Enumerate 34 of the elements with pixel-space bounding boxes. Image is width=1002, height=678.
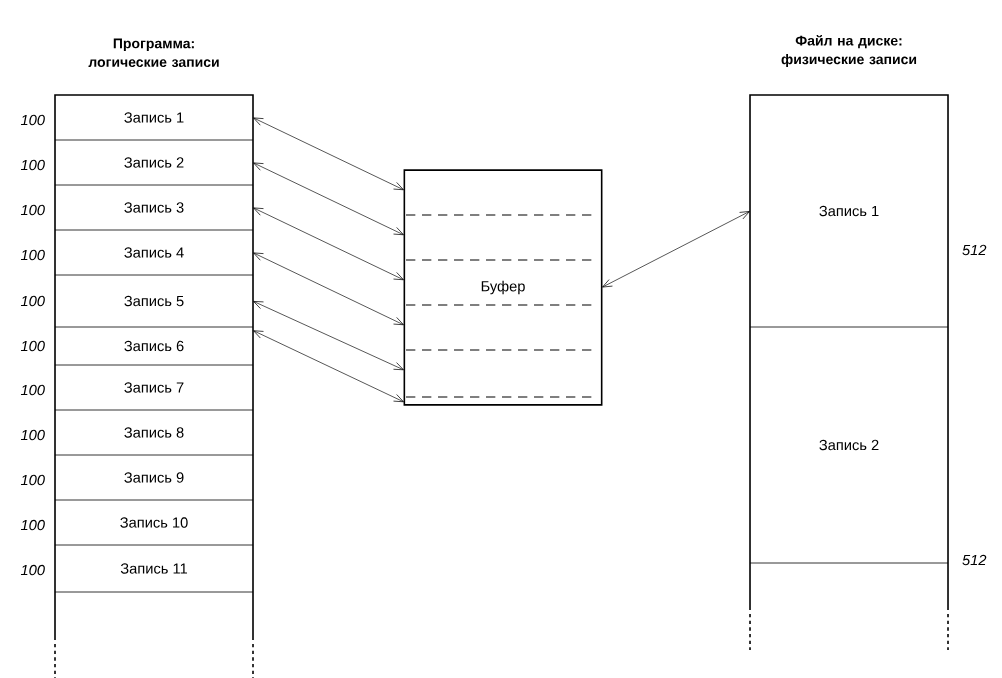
size-label: 100 bbox=[20, 474, 45, 486]
record-label: Запись 1 bbox=[124, 112, 184, 123]
double-arrow bbox=[602, 211, 750, 288]
double-arrow bbox=[253, 301, 404, 371]
record-label: Запись 4 bbox=[124, 247, 184, 258]
size-label: 512 bbox=[962, 244, 987, 256]
size-label: 100 bbox=[20, 340, 45, 352]
size-label: 100 bbox=[20, 564, 45, 576]
size-label: 100 bbox=[20, 204, 45, 216]
record-label: Запись 3 bbox=[124, 202, 184, 213]
double-arrow bbox=[253, 330, 404, 403]
record-label: Запись 2 bbox=[819, 439, 879, 451]
size-label: 100 bbox=[20, 249, 45, 261]
record-label: Запись 2 bbox=[124, 157, 184, 168]
record-label: Запись 7 bbox=[124, 382, 184, 393]
size-label: 100 bbox=[20, 384, 45, 396]
size-label: 100 bbox=[20, 114, 45, 126]
buffer-box: Буфер bbox=[403, 169, 603, 406]
double-arrow bbox=[253, 162, 404, 236]
double-arrow bbox=[253, 252, 404, 326]
double-arrow bbox=[253, 207, 404, 281]
record-label: Запись 11 bbox=[120, 563, 187, 574]
size-label: 100 bbox=[20, 159, 45, 171]
double-arrow bbox=[253, 117, 404, 191]
record-label: Запись 5 bbox=[124, 295, 184, 307]
record-label: Запись 8 bbox=[124, 427, 184, 438]
size-label: 100 bbox=[20, 295, 45, 307]
record-label: Запись 10 bbox=[120, 517, 188, 528]
size-label: 100 bbox=[20, 429, 45, 441]
record-label: Запись 9 bbox=[124, 472, 184, 483]
record-label: Запись 1 bbox=[819, 205, 879, 217]
size-label: 100 bbox=[20, 519, 45, 531]
record-label: Запись 6 bbox=[124, 340, 184, 352]
size-label: 512 bbox=[962, 554, 987, 566]
